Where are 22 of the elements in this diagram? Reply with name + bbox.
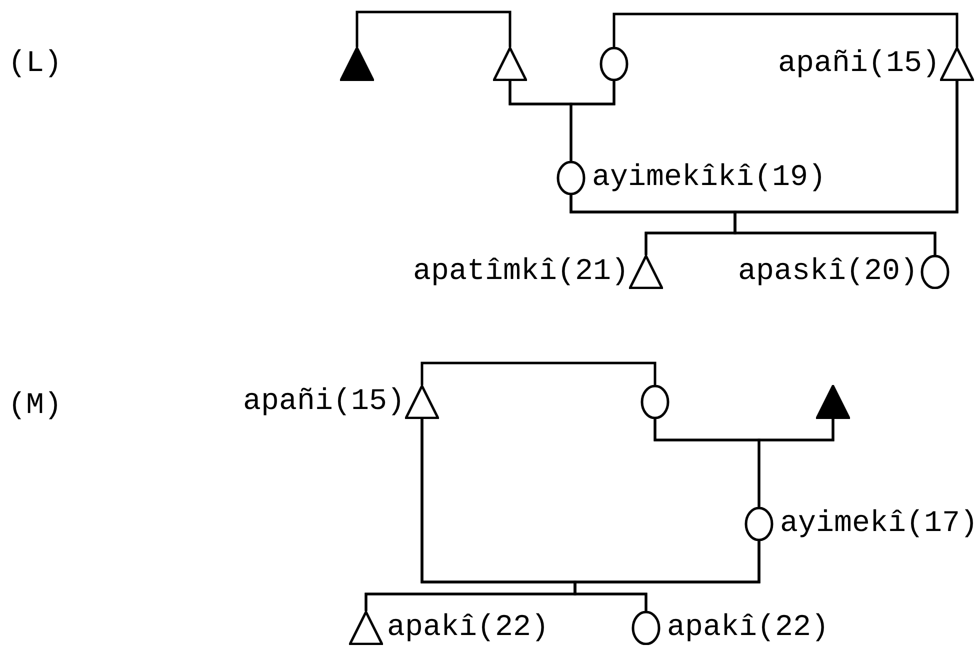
ego-male-symbol	[340, 47, 374, 81]
kin-term: ayimekî(17)	[780, 507, 975, 541]
kin-term: apañi(15)	[242, 385, 405, 419]
kinship-line	[734, 81, 958, 255]
kinship-line	[758, 419, 834, 507]
kin-term: apakî(22)	[667, 611, 830, 645]
ego-male-symbol	[816, 385, 850, 419]
female-symbol	[597, 47, 631, 81]
kinship-line	[420, 362, 656, 385]
male-symbol	[493, 47, 527, 81]
panel-label: (L)	[8, 47, 62, 81]
kin-term: apaskî(20)	[738, 255, 918, 289]
panel-label: (M)	[8, 389, 62, 423]
kin-term: apatîmkî(21)	[412, 255, 629, 289]
female-symbol	[638, 385, 672, 419]
kin-term: ayimekîkî(19)	[592, 161, 826, 195]
kinship-line	[612, 12, 958, 47]
kinship-line	[356, 10, 512, 47]
kinship-line	[570, 81, 616, 161]
kinship-line	[574, 541, 760, 611]
kin-term: apañi(15)	[778, 47, 940, 81]
kin-term: apakî(22)	[387, 611, 550, 645]
